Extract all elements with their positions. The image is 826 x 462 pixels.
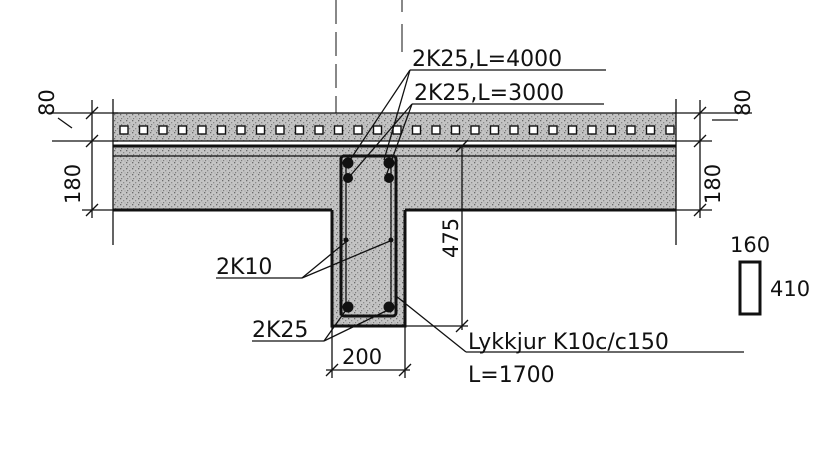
rebar-top2-right xyxy=(384,173,394,183)
dim-section-height: 410 xyxy=(770,277,810,301)
label-side-rebar: 2K10 xyxy=(216,255,272,280)
topping-void xyxy=(119,125,129,135)
section-outline xyxy=(112,99,677,328)
label-stirrup-length: L=1700 xyxy=(468,363,555,388)
topping-void xyxy=(138,125,149,135)
topping-void xyxy=(528,125,539,135)
topping-void xyxy=(353,125,363,135)
topping-void xyxy=(450,125,461,135)
leader-lines xyxy=(216,69,744,353)
topping-void xyxy=(216,125,227,135)
topping-voids xyxy=(119,125,675,135)
cross-section-symbol xyxy=(738,260,762,316)
topping-void xyxy=(665,125,675,135)
dim-beam-depth: 475 xyxy=(439,218,463,258)
rebar-bottom-left xyxy=(342,301,354,313)
beam-web xyxy=(332,146,405,326)
topping-void xyxy=(606,125,617,135)
topping-void xyxy=(645,125,656,135)
topping-void xyxy=(509,125,519,135)
dim-topping-right: 80 xyxy=(731,89,755,116)
topping-void xyxy=(314,125,324,135)
label-stirrup: Lykkjur K10c/c150 xyxy=(468,330,669,355)
topping-void xyxy=(411,125,422,135)
topping-void xyxy=(392,125,402,135)
dim-slab-right: 180 xyxy=(701,164,725,204)
topping-void xyxy=(158,125,168,135)
annotations: 2K25,L=4000 2K25,L=3000 2K10 2K25 Lykkju… xyxy=(35,47,810,388)
dim-slab-left: 180 xyxy=(61,164,85,204)
rebar-top-left xyxy=(342,157,354,169)
topping-void xyxy=(333,125,344,135)
topping-void xyxy=(626,125,636,135)
label-bottom-rebar: 2K25 xyxy=(252,318,308,343)
topping-void xyxy=(548,125,558,135)
stirrup-cage xyxy=(339,154,398,318)
topping-void xyxy=(255,125,266,135)
topping-void xyxy=(294,125,305,135)
rebar-side-left xyxy=(343,237,349,243)
topping-void xyxy=(470,125,480,135)
label-top-rebar-long: 2K25,L=4000 xyxy=(412,47,562,72)
topping-void xyxy=(431,125,441,135)
rebar-bottom-right xyxy=(383,301,395,313)
topping-void xyxy=(587,125,597,135)
dim-section-width: 160 xyxy=(730,233,770,257)
dimension-lines xyxy=(52,100,752,378)
topping-void xyxy=(489,125,500,135)
topping-void xyxy=(177,125,188,135)
dim-topping-left: 80 xyxy=(35,89,59,116)
topping-void xyxy=(372,125,383,135)
topping-void xyxy=(567,125,578,135)
topping-void xyxy=(236,125,246,135)
topping-void xyxy=(275,125,285,135)
topping-void xyxy=(197,125,207,135)
label-top-rebar-short: 2K25,L=3000 xyxy=(414,81,564,106)
dim-beam-width: 200 xyxy=(342,345,382,369)
reinforcement xyxy=(339,154,398,318)
